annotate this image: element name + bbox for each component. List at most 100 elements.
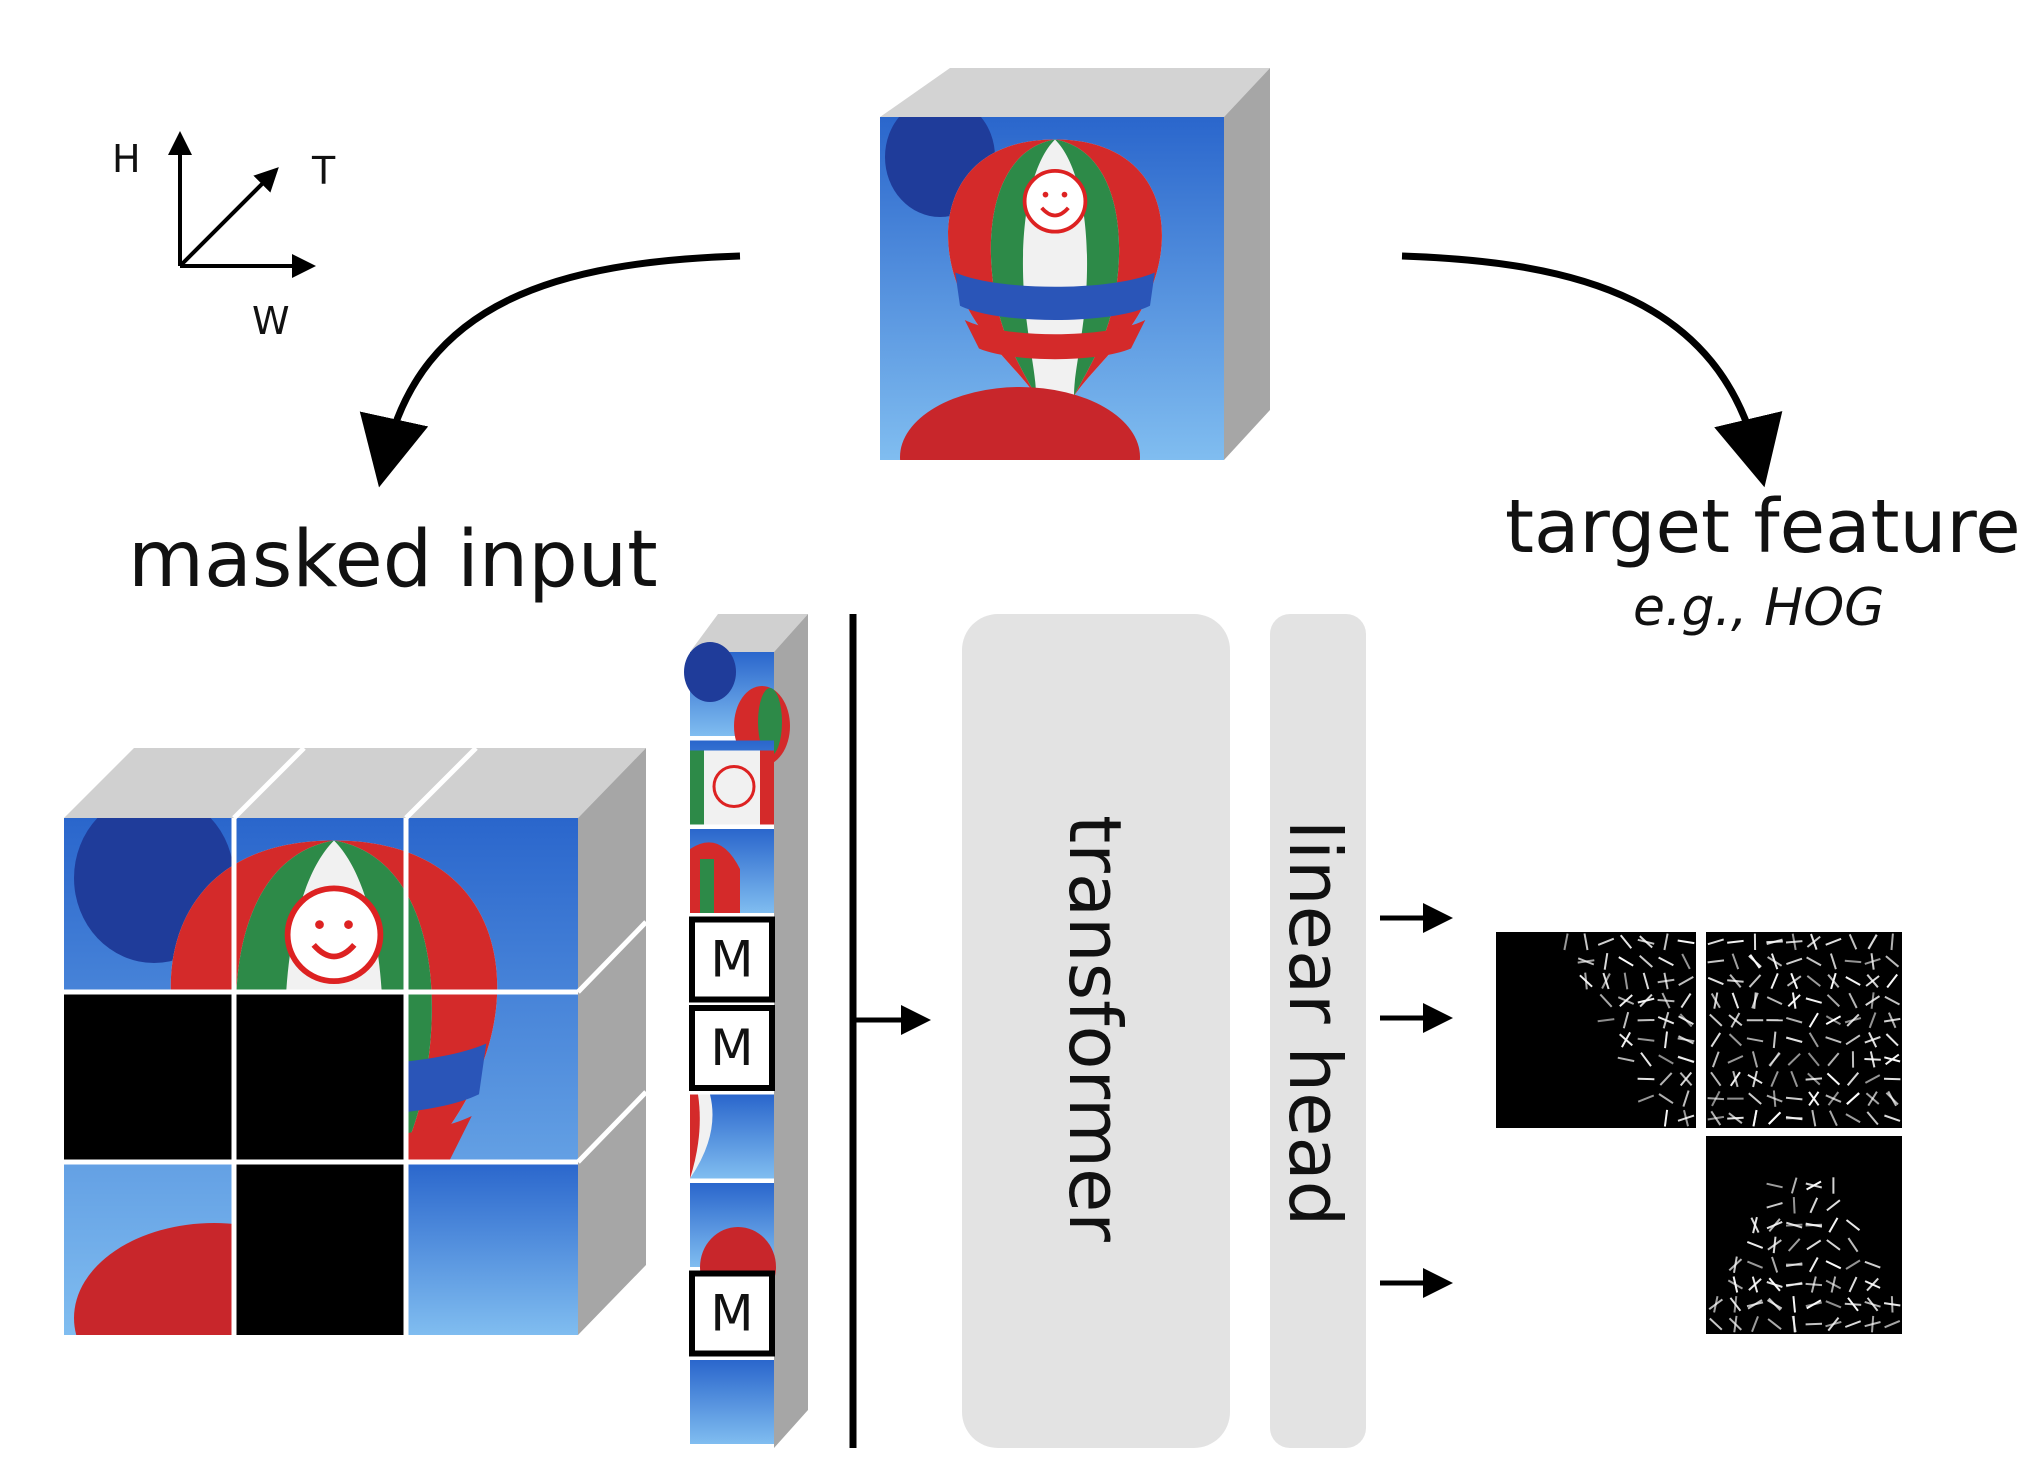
hog-stroke: [1623, 972, 1629, 990]
hog-stroke: [1827, 1316, 1840, 1332]
hog-stroke: [1825, 1094, 1842, 1103]
hog-stroke: [1751, 1051, 1759, 1068]
linear-head-label: linear head: [1273, 820, 1357, 1226]
hog-stroke: [1752, 1070, 1758, 1088]
hog-stroke: [1597, 937, 1615, 946]
hog-stroke: [1825, 1300, 1842, 1309]
mask-cell-r2c2: [234, 992, 406, 1162]
masked-cube-grid: [64, 746, 648, 1335]
w-axis-label: W: [252, 299, 290, 343]
hog-stroke: [1792, 1197, 1796, 1214]
hog-stroke: [1791, 992, 1797, 1009]
token-5: M: [689, 1005, 775, 1091]
mask-cell-r2c1: [64, 992, 234, 1162]
t-axis-arrow: [178, 167, 279, 268]
hog-stroke: [1828, 1217, 1839, 1233]
token-list: MMM: [684, 642, 790, 1444]
hog-stroke: [1677, 1114, 1695, 1122]
hog-stroke: [1766, 1299, 1783, 1310]
hog-stroke: [1637, 1094, 1655, 1103]
hog-stroke: [1727, 1279, 1744, 1290]
masked-input-label: masked input: [128, 515, 658, 605]
hog-stroke: [1786, 975, 1802, 987]
hog-stroke: [1868, 1012, 1877, 1029]
hog-stroke: [1679, 1072, 1693, 1086]
hog-stroke: [1748, 1092, 1762, 1105]
hog-stroke: [1710, 1032, 1722, 1048]
image-cell-r3c3: [406, 1162, 578, 1335]
hog-stroke: [1826, 1072, 1841, 1086]
hog-stroke: [1848, 933, 1858, 950]
hog-stroke: [1709, 1013, 1723, 1027]
hog-stroke: [1808, 1032, 1819, 1048]
hog-stroke: [1885, 1033, 1899, 1047]
hog-stroke: [1563, 933, 1569, 951]
hog-stroke: [1807, 1052, 1820, 1067]
token-column: MMM: [684, 614, 808, 1448]
h-axis-label: H: [112, 137, 141, 181]
hog-stroke: [1751, 1316, 1759, 1333]
hog-stroke: [1766, 996, 1783, 1006]
target-feature-label: target feature: [1505, 484, 2021, 570]
token-6: [690, 1094, 774, 1179]
hog-stroke: [1864, 957, 1881, 965]
hog-stroke: [1867, 1091, 1878, 1107]
hog-stroke: [1772, 1236, 1777, 1254]
hog-stroke: [1772, 1090, 1777, 1107]
hog-stroke: [1639, 955, 1653, 968]
hog-stroke: [1806, 975, 1821, 987]
hog-stroke: [1866, 1297, 1879, 1312]
hog-stroke: [1884, 1319, 1901, 1329]
hog-stroke: [1748, 1278, 1762, 1291]
token-2: [690, 740, 774, 825]
hog-glyphs: [1563, 933, 1901, 1333]
hog-stroke: [1713, 1295, 1719, 1313]
hog-stroke: [1663, 933, 1669, 951]
axis-indicator: H T W: [112, 131, 336, 343]
hog-stroke: [1792, 1296, 1796, 1313]
hog-stroke: [1663, 972, 1669, 990]
token-7: [690, 1183, 776, 1307]
hog-stroke: [1864, 1280, 1881, 1289]
hog-stroke: [1884, 1114, 1901, 1122]
hog-stroke: [1870, 992, 1875, 1009]
hog-stroke: [1642, 972, 1650, 990]
hog-stroke: [1868, 1031, 1878, 1048]
hog-stroke: [1790, 1177, 1798, 1194]
hog-stroke: [1731, 992, 1740, 1009]
hog-stroke: [1601, 973, 1611, 989]
video-cube-top: [880, 68, 1270, 117]
hog-stroke: [1711, 1051, 1720, 1068]
hog-stroke: [1827, 974, 1840, 988]
arrow-to-target-feature: [1401, 252, 1783, 488]
mask-token-label: M: [710, 1019, 753, 1077]
hog-stroke: [1871, 1315, 1875, 1333]
hog-stroke: [1727, 1055, 1744, 1064]
hog-stroke: [1771, 1256, 1779, 1273]
hog-stroke: [1826, 1199, 1841, 1212]
hog-stroke: [1847, 1297, 1859, 1312]
hog-stroke: [1885, 1092, 1899, 1106]
hog-stroke: [1846, 1072, 1860, 1086]
hog-stroke: [1864, 1074, 1881, 1084]
hog-stroke: [1805, 1077, 1823, 1081]
hog-stroke: [1770, 973, 1779, 989]
hog-stroke: [1710, 1110, 1722, 1126]
arrow-to-masked-input: [359, 252, 741, 488]
hog-stroke: [1808, 1091, 1820, 1106]
mask-token-label: M: [710, 931, 753, 989]
hog-stroke: [1827, 1052, 1840, 1067]
hog-stroke: [1864, 1260, 1881, 1269]
hog-stroke: [1678, 1015, 1694, 1025]
hog-stroke: [1727, 939, 1744, 944]
hog-stroke: [1885, 955, 1900, 968]
hog-stroke: [1728, 1112, 1743, 1124]
hog-stroke: [1752, 1216, 1758, 1234]
hog-stroke: [1845, 976, 1861, 986]
hog-stroke: [1869, 1051, 1876, 1068]
hog-stroke: [1766, 940, 1783, 944]
masked-cube-side: [578, 748, 646, 1335]
hog-stroke: [1747, 1299, 1763, 1310]
hog-stroke: [1640, 1052, 1652, 1067]
